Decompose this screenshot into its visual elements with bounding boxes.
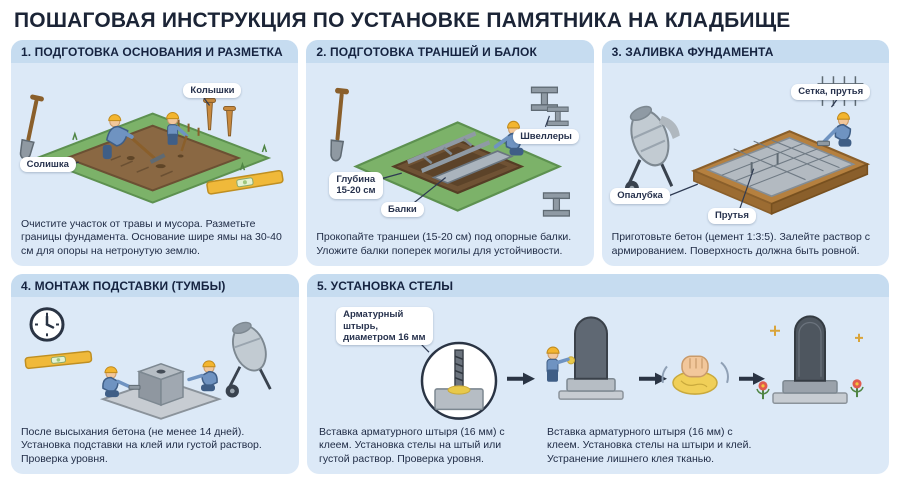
level-icon (24, 350, 93, 370)
peg-icons (203, 97, 236, 137)
sparkle-icon (770, 325, 863, 342)
finished-monument (756, 315, 864, 405)
panel3-illustration (624, 76, 870, 216)
label-pegs: Колышки (183, 82, 242, 99)
arrow-icon-3 (739, 372, 765, 385)
panel-step-1: 1. ПОДГОТОВКА ОСНОВАНИЯ И РАЗМЕТКА (11, 40, 299, 266)
clock-icon (29, 307, 65, 342)
worker-raking (102, 114, 166, 164)
panel-title: 1. ПОДГОТОВКА ОСНОВАНИЯ И РАЗМЕТКА (11, 40, 299, 63)
panel4-illustration (24, 307, 272, 420)
i-beam-icons (531, 86, 571, 217)
panel-step-3: 3. ЗАЛИВКА ФУНДАМЕНТА (601, 40, 889, 266)
pouring-concrete (658, 115, 680, 139)
panel2-illustration-area: Швеллеры Глубина 15-20 см Балки (306, 63, 593, 228)
row-bottom: 4. МОНТАЖ ПОДСТАВКИ (ТУМБЫ) (11, 274, 889, 474)
worker-troweling (816, 111, 852, 147)
pedestal (99, 362, 223, 420)
panel4-illustration-area (11, 297, 299, 423)
panel-caption: Вставка арматурного штыря (16 мм) с клее… (547, 425, 752, 465)
formwork-box (690, 130, 870, 216)
level-icon (206, 169, 284, 195)
row-top: 1. ПОДГОТОВКА ОСНОВАНИЯ И РАЗМЕТКА (11, 40, 889, 266)
mesh-grid (721, 139, 840, 187)
panel-grid: 1. ПОДГОТОВКА ОСНОВАНИЯ И РАЗМЕТКА (0, 35, 900, 474)
label-mesh: Сетка, прутья (791, 84, 871, 100)
label-formwork: Опалубка (610, 188, 670, 204)
panel-caption: Приготовьте бетон (цемент 1:3:5). Залейт… (611, 231, 870, 257)
worker-installing (546, 346, 570, 382)
panel2-illustration (330, 86, 571, 217)
page-title: ПОШАГОВАЯ ИНСТРУКЦИЯ ПО УСТАНОВКЕ ПАМЯТН… (14, 9, 791, 32)
label-depth: Глубина 15-20 см (329, 171, 383, 199)
panel-caption: Прокопайте траншеи (15-20 см) под опорны… (316, 231, 572, 257)
arrow-icon-1 (507, 372, 535, 385)
panel-step-4: 4. МОНТАЖ ПОДСТАВКИ (ТУМБЫ) (11, 274, 299, 474)
label-rods: Прутья (707, 208, 756, 224)
worker-kneeling-right (187, 360, 218, 392)
panel-step-2: 2. ПОДГОТОВКА ТРАНШЕЙ И БАЛОК (306, 40, 594, 266)
thread-marks (454, 355, 464, 382)
label-channels: Швеллеры (513, 129, 579, 145)
concrete-mixer-icon (225, 321, 272, 398)
panel-title: 2. ПОДГОТОВКА ТРАНШЕЙ И БАЛОК (306, 40, 594, 63)
panel-caption: Вставка арматурного штыря (16 мм) с клее… (319, 425, 505, 465)
label-beams: Балки (381, 201, 424, 218)
worker-standing (166, 112, 189, 152)
support-beams (407, 131, 515, 184)
flower-icon (850, 379, 864, 398)
shovel-icon (330, 87, 350, 162)
panel-caption: После высыхания бетона (не менее 14 дней… (21, 425, 262, 465)
panel1-illustration (19, 92, 284, 204)
stela-install (546, 316, 624, 400)
arrow-icon-2 (639, 372, 667, 385)
panel-caption: Очистите участок от травы и мусора. Разм… (21, 217, 282, 257)
panel5-captions: Вставка арматурного штыря (16 мм) с клее… (307, 424, 889, 474)
panel5-illustration (410, 315, 864, 420)
panel5-illustration-area: Арматурный штырь, диаметром 16 мм (307, 297, 889, 424)
hand-cloth-icon (661, 355, 729, 395)
label-rebar-pin: Арматурный штырь, диаметром 16 мм (336, 307, 433, 346)
rods-sticking (750, 153, 779, 174)
flower-icon (756, 381, 770, 400)
shovel-icon (19, 94, 44, 160)
panel1-illustration-area: Колышки Солишка (11, 63, 298, 215)
worker-kneeling-left (102, 366, 141, 398)
panel-title: 5. УСТАНОВКА СТЕЛЫ (307, 274, 889, 297)
panel-title: 3. ЗАЛИВКА ФУНДАМЕНТА (601, 40, 889, 63)
label-sole: Солишка (19, 157, 76, 173)
rebar-closeup (420, 341, 498, 420)
panel-step-5: 5. УСТАНОВКА СТЕЛЫ (307, 274, 889, 474)
concrete-mixer-icon (624, 105, 680, 197)
panel3-illustration-area: Сетка, прутья Опалубка Прутья (602, 63, 889, 228)
panel-title: 4. МОНТАЖ ПОДСТАВКИ (ТУМБЫ) (11, 274, 299, 297)
